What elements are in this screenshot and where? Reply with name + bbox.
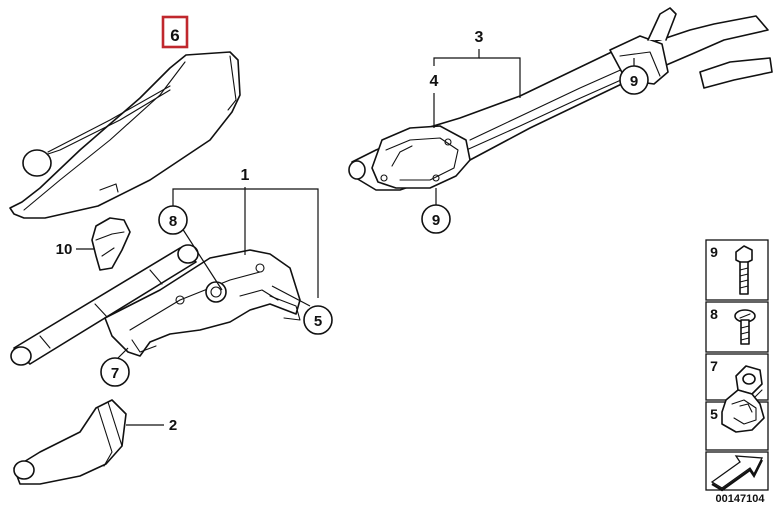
callout-10: 10 <box>56 241 73 258</box>
legend-num-5: 5 <box>710 406 718 422</box>
callout-8-circle <box>158 205 188 235</box>
callout-5-circle <box>303 305 333 335</box>
callout-1: 1 <box>241 167 250 184</box>
leader-bracket-3 <box>433 49 480 66</box>
callout-5: 5 <box>314 313 322 330</box>
callout-8: 8 <box>169 213 177 230</box>
part-1-lever-assembly <box>10 244 301 366</box>
diagram-number: 00147104 <box>716 493 766 505</box>
leader-7 <box>117 347 129 359</box>
screw-icon <box>734 309 756 345</box>
callout-9-lower-circle <box>421 204 451 234</box>
callout-6: 6 <box>170 26 179 45</box>
leader-3 <box>479 57 521 98</box>
bolt-icon <box>735 245 753 295</box>
part-10-release-button <box>91 217 131 271</box>
clip-icon <box>721 389 765 433</box>
legend-box-9 <box>705 239 769 301</box>
callout-9-upper-circle <box>619 65 649 95</box>
callout-7: 7 <box>111 365 119 382</box>
callout-4: 4 <box>430 73 439 90</box>
leader-8 <box>181 227 223 291</box>
legend-num-9: 9 <box>710 244 718 260</box>
leader-bracket-8-5 <box>172 188 319 298</box>
callout-9-lower: 9 <box>432 212 440 229</box>
callout-6-highlight-box <box>161 15 189 49</box>
callout-9-upper: 9 <box>630 73 638 90</box>
part-4-cable-housing <box>371 125 471 189</box>
legend-num-8: 8 <box>710 306 718 322</box>
callout-7-circle <box>100 357 130 387</box>
legend-num-7: 7 <box>710 358 718 374</box>
callout-3: 3 <box>475 29 484 46</box>
arrow-icon <box>710 455 764 492</box>
part-6-handle-cover <box>9 51 241 219</box>
callout-2: 2 <box>169 417 177 434</box>
hardware-legend: 9 8 7 5 <box>705 239 769 492</box>
legend-box-8 <box>705 301 769 353</box>
leader-5 <box>271 285 311 307</box>
part-2-grip <box>13 399 127 485</box>
